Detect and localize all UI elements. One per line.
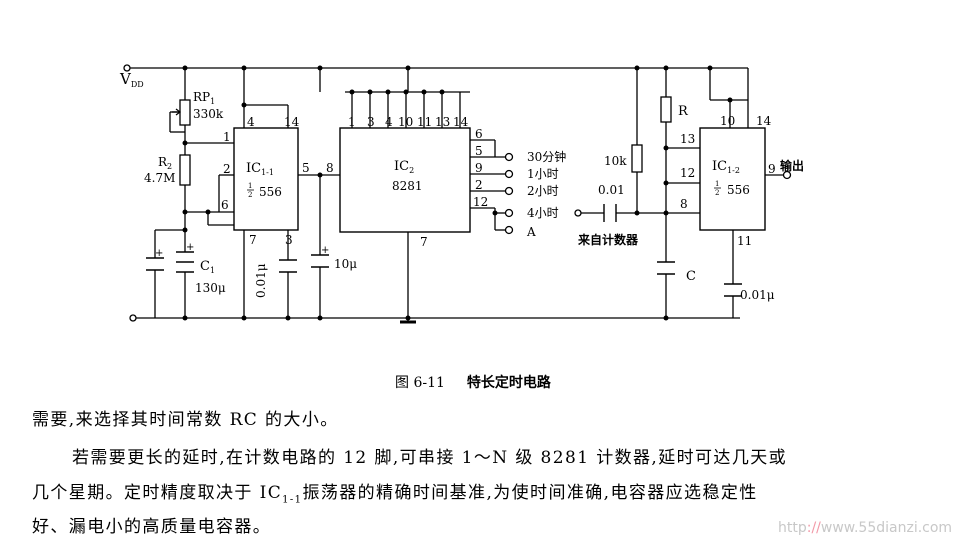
svg-text:10: 10 — [720, 114, 735, 128]
svg-text:+: + — [321, 245, 329, 256]
ic1-1-frac-num: 1 — [248, 182, 252, 190]
ic1-1-label: IC1-1 — [246, 161, 274, 177]
svg-text:11: 11 — [417, 115, 432, 129]
timer-output-labels: 30分钟 1小时 2小时 4小时 A — [526, 149, 566, 239]
svg-text:12: 12 — [473, 195, 488, 209]
body-line-4: 好、漏电小的高质量电容器。 — [32, 517, 272, 537]
svg-text:13: 13 — [435, 115, 450, 129]
svg-text:1: 1 — [223, 130, 231, 144]
svg-text:+: + — [155, 248, 163, 259]
svg-text:4小时: 4小时 — [527, 206, 559, 220]
cap-left-value: 0.01μ — [254, 263, 268, 298]
svg-text:9: 9 — [475, 161, 483, 175]
r2-label: R2 — [158, 155, 172, 171]
svg-text:A: A — [526, 225, 536, 239]
capacitor-0p01u-right — [724, 283, 742, 297]
svg-text:6: 6 — [475, 127, 483, 141]
ic2-label: IC2 — [394, 159, 414, 175]
capacitor-c-right — [657, 261, 675, 275]
from-counter-label: 来自计数器 — [577, 232, 639, 247]
capacitor-10u — [311, 254, 329, 268]
terminals — [123, 64, 792, 322]
svg-text:2小时: 2小时 — [527, 184, 559, 198]
ic2-pin-numbers: 1 3 4 10 11 13 14 8 7 6 5 9 2 12 — [326, 115, 488, 249]
rp1-value: 330k — [193, 107, 224, 121]
output-label: 输出 — [780, 158, 804, 173]
polarity-marks: + + + — [155, 242, 329, 259]
svg-text:3: 3 — [367, 115, 375, 129]
svg-text:5: 5 — [475, 144, 483, 158]
r2-value: 4.7M — [144, 171, 175, 185]
svg-text:2: 2 — [475, 178, 483, 192]
svg-text:30分钟: 30分钟 — [527, 149, 566, 164]
svg-text:14: 14 — [756, 114, 772, 128]
svg-text:13: 13 — [680, 132, 695, 146]
svg-text:4: 4 — [247, 115, 255, 129]
svg-text:6: 6 — [221, 198, 229, 212]
svg-text:9: 9 — [768, 162, 776, 176]
svg-text:8: 8 — [326, 161, 334, 175]
ic2-part: 8281 — [392, 179, 423, 193]
svg-text:1小时: 1小时 — [527, 167, 559, 181]
c-right-label: C — [686, 269, 696, 284]
c1-capacitor — [176, 251, 194, 273]
svg-text:+: + — [186, 242, 194, 253]
r-right-label: R — [678, 104, 689, 119]
caption-number: 图 6-11 — [395, 375, 445, 391]
ic1-2-label: IC1-2 — [712, 159, 740, 175]
figure-caption: 图 6-11 特长定时电路 — [395, 372, 551, 392]
rp1-label: RP1 — [193, 90, 215, 106]
r2-resistor — [179, 154, 191, 186]
ic1-2-part: 556 — [727, 183, 750, 197]
ic1-1-pin-numbers: 4 14 1 2 6 5 7 3 — [221, 115, 310, 247]
cap-coupling-value: 0.01 — [598, 183, 625, 197]
rp1-potentiometer — [172, 99, 191, 126]
ic1-1-frac-den: 2 — [248, 191, 252, 199]
site-watermark: http://www.55dianzi.com — [778, 520, 953, 536]
capacitor-left-electrolytic — [146, 257, 164, 271]
vdd-label: VDD — [119, 70, 144, 89]
capacitor-0p01u-left — [279, 259, 297, 273]
resistor-10k — [631, 144, 643, 173]
svg-text:7: 7 — [420, 235, 428, 249]
body-line-1: 需要,来选择其时间常数 RC 的大小。 — [32, 410, 339, 430]
resistor-10k-label: 10k — [604, 154, 627, 168]
svg-text:5: 5 — [302, 161, 310, 175]
caption-title: 特长定时电路 — [466, 375, 551, 391]
svg-text:8: 8 — [680, 197, 688, 211]
svg-text:2: 2 — [223, 162, 231, 176]
cap-mid-value: 10μ — [334, 257, 357, 271]
capacitor-coupling — [603, 204, 617, 222]
ic1-2-frac-den: 2 — [715, 189, 719, 197]
body-line-3: 几个星期。定时精度取决于 IC1-1振荡器的精确时间基准,为使时间准确,电容器应… — [32, 483, 758, 506]
svg-text:14: 14 — [284, 115, 300, 129]
svg-text:1: 1 — [348, 115, 356, 129]
svg-text:14: 14 — [453, 115, 469, 129]
cap-right-value: 0.01μ — [740, 288, 775, 302]
timer-circuit-schematic: + + + VDD RP1 330k R2 — [119, 64, 804, 324]
svg-text:11: 11 — [737, 234, 752, 248]
c1-label: C1 — [200, 259, 215, 275]
ic1-2-pin-numbers: 10 14 13 12 8 9 11 — [680, 114, 776, 248]
svg-text:12: 12 — [680, 166, 695, 180]
ic2-chip — [339, 127, 471, 233]
resistor-r — [660, 96, 672, 123]
svg-text:10: 10 — [398, 115, 413, 129]
svg-text:3: 3 — [285, 233, 293, 247]
junction-dots — [182, 65, 733, 321]
ic1-1-part: 556 — [259, 185, 282, 199]
c1-value: 130μ — [195, 281, 226, 295]
ic1-1-chip — [233, 127, 299, 231]
svg-text:4: 4 — [385, 115, 393, 129]
ic1-2-chip — [699, 127, 766, 231]
ic1-2-frac-num: 1 — [715, 180, 719, 188]
svg-text:7: 7 — [249, 233, 257, 247]
body-line-2: 若需要更长的延时,在计数电路的 12 脚,可串接 1～N 级 8281 计数器,… — [72, 448, 788, 468]
